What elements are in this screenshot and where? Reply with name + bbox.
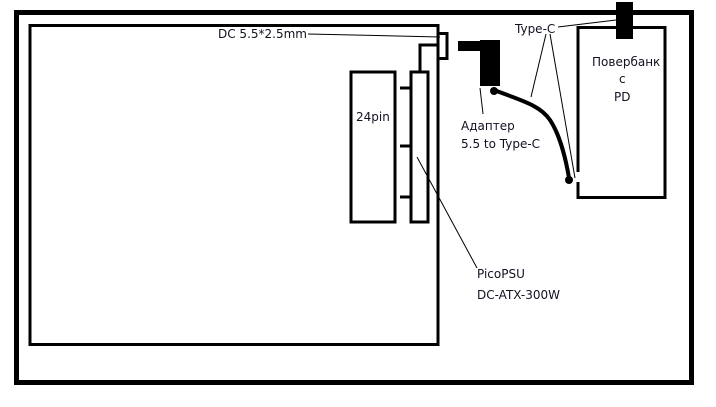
- type-c-label: Type-C: [514, 22, 555, 36]
- picopsu-label-line2: DC-ATX-300W: [477, 288, 560, 302]
- powerbank-outline: [576, 26, 667, 199]
- adapter-label-line1: Адаптер: [461, 119, 515, 133]
- picopsu-dc-wire: [418, 43, 438, 71]
- dc-jack-label: DC 5.5*2.5mm: [218, 27, 307, 41]
- type-c-leader-to-port: [557, 19, 617, 28]
- picopsu-label-line1: PicoPSU: [477, 267, 525, 281]
- connector-24pin: [349, 70, 397, 224]
- adapter-plug: [458, 41, 482, 51]
- powerbank-label-line3: PD: [614, 90, 630, 104]
- picopsu-board: [409, 70, 430, 224]
- case-outline: [14, 10, 694, 385]
- adapter-cable: [493, 88, 571, 179]
- adapter-body: [480, 40, 500, 86]
- picopsu-leader-line: [416, 156, 478, 269]
- powerbank-input-gap: [575, 172, 580, 182]
- adapter-label-line2: 5.5 to Type-C: [461, 137, 540, 151]
- powerbank-label-line2: с: [619, 72, 626, 86]
- connector-24pin-label: 24pin: [356, 110, 390, 124]
- type-c-leader-to-powerbank: [549, 33, 576, 179]
- powerbank-typec-port: [616, 2, 633, 39]
- type-c-leader-to-cable: [530, 33, 547, 98]
- adapter-cable-end: [565, 176, 573, 184]
- motherboard-outline: [28, 24, 440, 346]
- powerbank-label-line1: Повербанк: [592, 55, 660, 69]
- dc-jack-leader-line: [307, 33, 441, 38]
- adapter-leader-line: [479, 87, 484, 115]
